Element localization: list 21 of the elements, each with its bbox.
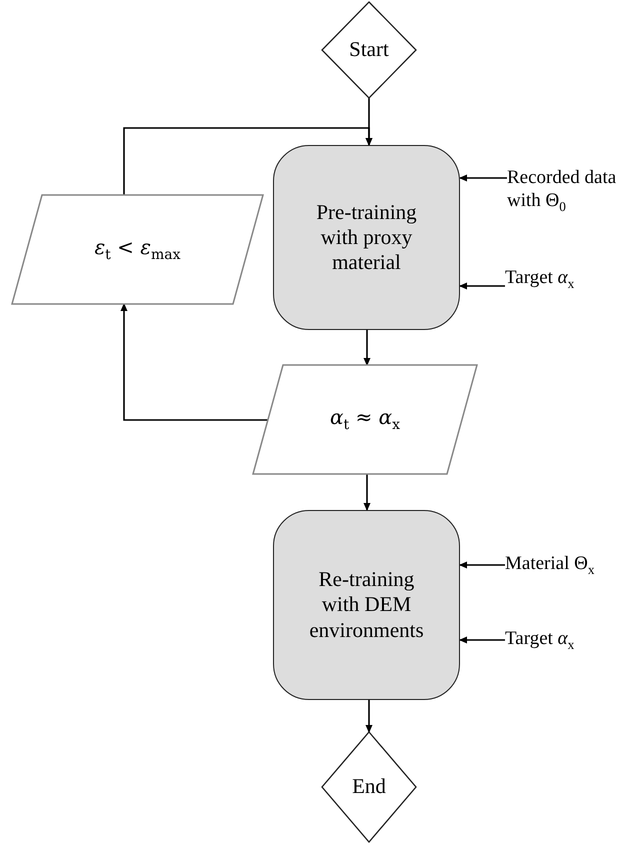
arrow (459, 636, 505, 644)
node-text: Recorded data with Θ$_{0}$ (507, 167, 618, 215)
arrow (459, 282, 505, 290)
node-text: α$_{t}$ ≈ α$_{x}$ (330, 405, 400, 434)
node-text: Pre-training with proxy material (315, 200, 418, 276)
arrow (364, 330, 370, 366)
node-text: Target α$_{x}$ (505, 266, 574, 292)
node-text: Start (349, 37, 389, 63)
node-text: Re-training with DEM environments (308, 567, 425, 643)
arrow (459, 174, 507, 182)
arrow (364, 474, 370, 511)
node-text: ε$_{t}$ < ε$_{max}$ (94, 235, 181, 264)
node-text: Target α$_{x}$ (505, 628, 574, 652)
node-text: End (352, 774, 386, 800)
process-box (273, 145, 460, 330)
arrow (366, 700, 372, 733)
arrow (120, 303, 268, 421)
node-text: Material Θ$_{x}$ (505, 552, 594, 578)
process-box (273, 510, 460, 700)
arrow (123, 127, 372, 195)
arrow (459, 562, 505, 568)
